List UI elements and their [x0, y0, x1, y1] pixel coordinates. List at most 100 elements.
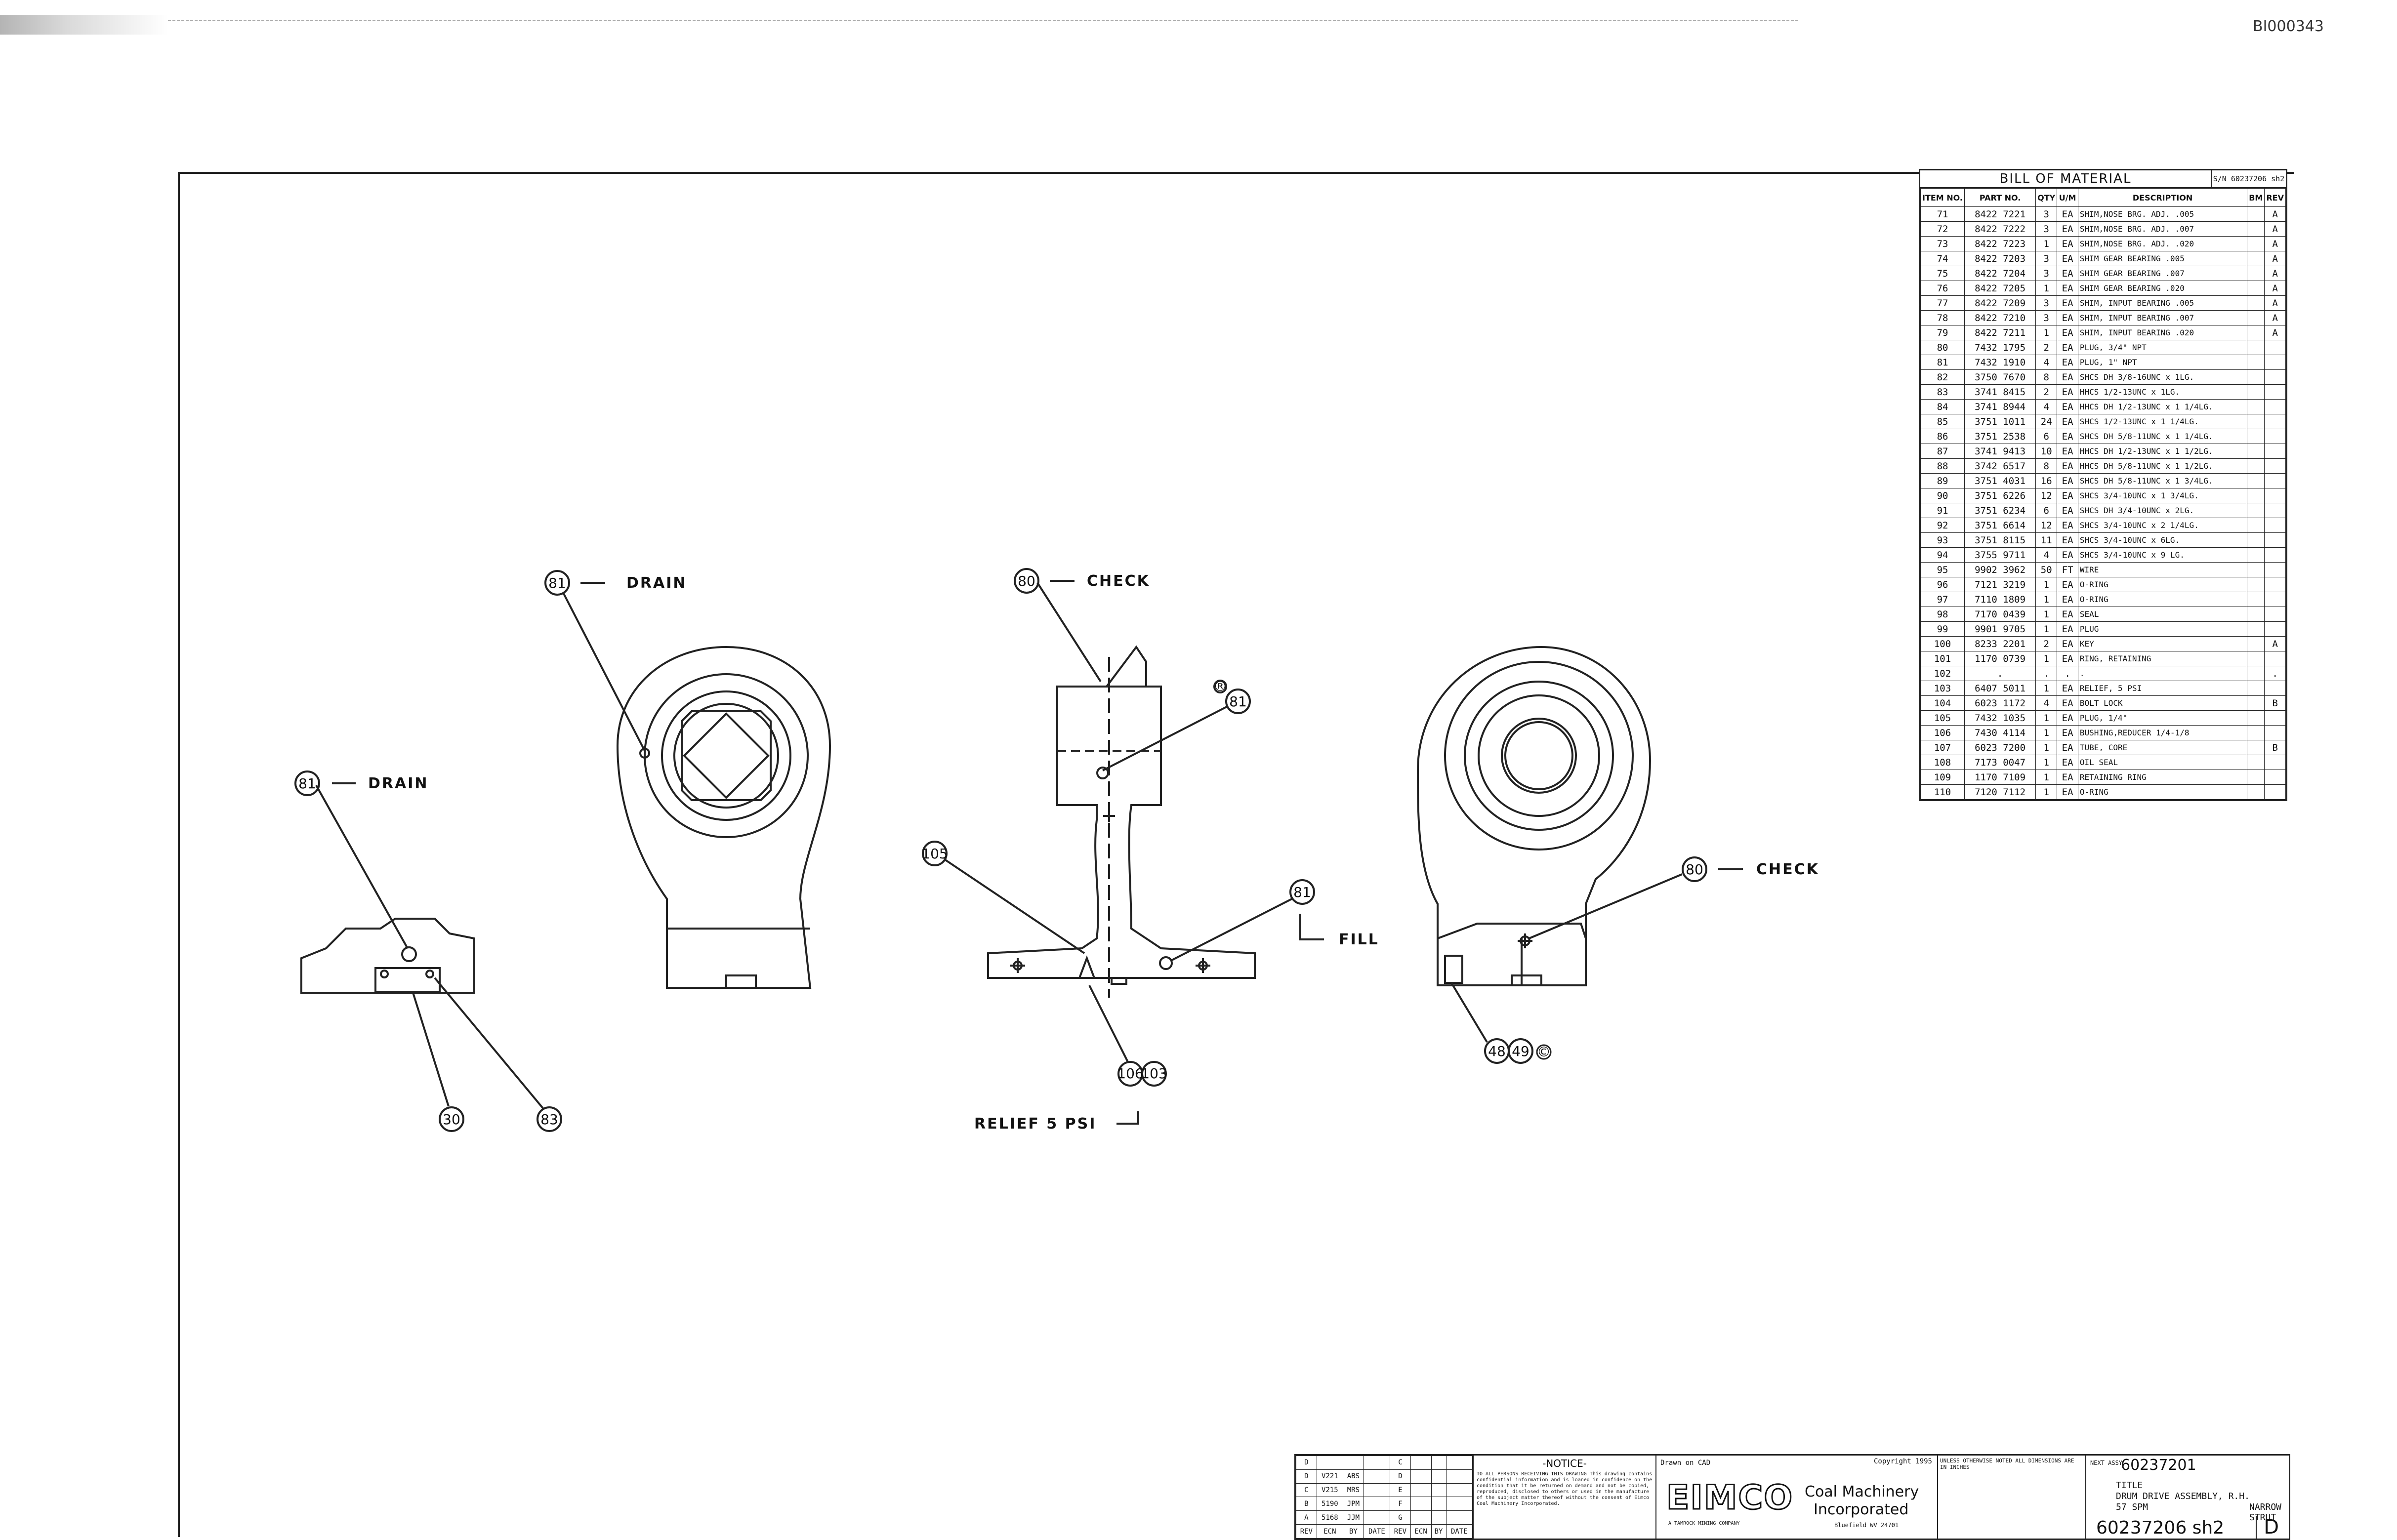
revision-cell-empty [1446, 1510, 1473, 1525]
balloon-80-check-upper: 80 [1018, 573, 1035, 589]
bom-cell-desc: SHCS DH 3/4-10UNC x 2LG. [2077, 503, 2248, 518]
ecn-col: ECN [1316, 1524, 1344, 1539]
bom-cell-item: 87 [1920, 444, 1965, 459]
revision-cell-empty [1410, 1510, 1432, 1525]
bom-cell-bm [2247, 281, 2265, 296]
bom-cell-item: 108 [1920, 755, 1965, 770]
bom-cell-desc: RING, RETAINING [2077, 651, 2248, 666]
bom-cell-qty: 12 [2035, 518, 2058, 533]
col-bm: BM [2247, 188, 2265, 207]
bom-cell-qty: 3 [2035, 251, 2058, 266]
ecn-col-2: ECN [1410, 1524, 1432, 1539]
bom-cell-part: 7432 1795 [1964, 340, 2036, 355]
bom-cell-item: 96 [1920, 577, 1965, 592]
bom-cell-um: EA [2057, 295, 2078, 311]
label-fill: FILL [1339, 931, 1379, 948]
bom-cell-qty: 1 [2035, 281, 2058, 296]
revision-cell-mark2: E [1390, 1483, 1411, 1498]
view-housing-square [544, 570, 831, 989]
bom-cell-desc: HHCS 1/2-13UNC x 1LG. [2077, 384, 2248, 400]
title-line-2: 57 SPM [2116, 1502, 2149, 1512]
bom-cell-part: 8422 7223 [1964, 236, 2036, 251]
bom-cell-qty: 1 [2035, 607, 2058, 622]
bom-cell-um: EA [2057, 325, 2078, 340]
bom-cell-part: 3751 6234 [1964, 503, 2036, 518]
bom-cell-part: 6023 1172 [1964, 695, 2036, 711]
bom-cell-bm [2247, 414, 2265, 429]
eimco-logo: EIMCO [1665, 1478, 1794, 1518]
rev-col-2: REV [1390, 1524, 1411, 1539]
revision-cell-ecn: V221 [1316, 1469, 1344, 1484]
revision-cell-empty [1446, 1456, 1473, 1470]
bom-cell-desc: O-RING [2077, 592, 2248, 607]
revision-cell-mark2: G [1390, 1510, 1411, 1525]
bom-cell-desc: SHIM, INPUT BEARING .007 [2077, 310, 2248, 325]
bom-cell-bm [2247, 310, 2265, 325]
bom-cell-bm [2247, 784, 2265, 800]
revision-cell-empty [1410, 1469, 1432, 1484]
bom-cell-part: 8422 7209 [1964, 295, 2036, 311]
bom-cell-part: 7170 0439 [1964, 607, 2036, 622]
balloon-30: 30 [443, 1111, 460, 1128]
bom-cell-item: 102 [1920, 666, 1965, 681]
balloon-49: 49 [1512, 1043, 1529, 1059]
bom-cell-item: 82 [1920, 369, 1965, 385]
bom-cell-rev [2264, 681, 2286, 696]
balloon-81-mid: 81 [1229, 693, 1247, 710]
bom-cell-bm [2247, 636, 2265, 651]
bom-cell-um: EA [2057, 473, 2078, 488]
bom-cell-desc: PLUG, 3/4" NPT [2077, 340, 2248, 355]
title-line-1: DRUM DRIVE ASSEMBLY, R.H. [2116, 1491, 2250, 1501]
bom-cell-qty: 1 [2035, 592, 2058, 607]
bom-cell-part: 9902 3962 [1964, 562, 2036, 577]
bom-cell-qty: 10 [2035, 444, 2058, 459]
balloon-80-check-right: 80 [1686, 861, 1703, 878]
bom-cell-desc: HHCS DH 1/2-13UNC x 1 1/2LG. [2077, 444, 2248, 459]
bom-cell-item: 83 [1920, 384, 1965, 400]
bom-cell-desc: HHCS DH 1/2-13UNC x 1 1/4LG. [2077, 399, 2248, 414]
bom-cell-part: 3751 1011 [1964, 414, 2036, 429]
bom-cell-desc: HHCS DH 5/8-11UNC x 1 1/2LG. [2077, 458, 2248, 474]
bom-cell-desc: SHCS 3/4-10UNC x 9 LG. [2077, 547, 2248, 563]
label-drain-left: DRAIN [368, 775, 429, 792]
bom-cell-bm [2247, 266, 2265, 281]
bom-cell-bm [2247, 740, 2265, 755]
bom-cell-um: EA [2057, 399, 2078, 414]
bom-cell-item: 74 [1920, 251, 1965, 266]
bom-cell-desc: RETAINING RING [2077, 770, 2248, 785]
scan-smudge [0, 15, 168, 35]
bom-cell-qty: 1 [2035, 784, 2058, 800]
bom-cell-rev [2264, 340, 2286, 355]
revision-cell-mark: C [1296, 1483, 1317, 1498]
bom-cell-item: 93 [1920, 532, 1965, 548]
bom-cell-um: EA [2057, 770, 2078, 785]
bom-cell-item: 92 [1920, 518, 1965, 533]
bom-cell-rev [2264, 784, 2286, 800]
revision-cell-by: JPM [1343, 1497, 1364, 1511]
bom-cell-part: 3742 6517 [1964, 458, 2036, 474]
bom-cell-rev [2264, 503, 2286, 518]
bom-cell-part: 3750 7670 [1964, 369, 2036, 385]
bom-cell-desc: BUSHING,REDUCER 1/4-1/8 [2077, 725, 2248, 740]
bom-cell-rev [2264, 547, 2286, 563]
bom-cell-rev [2264, 770, 2286, 785]
bom-cell-rev: A [2264, 266, 2286, 281]
balloon-81-drain-left: 81 [298, 775, 316, 792]
revision-cell-mark: D [1296, 1469, 1317, 1484]
bom-cell-qty: 6 [2035, 503, 2058, 518]
revision-cell-mark2: D [1390, 1469, 1411, 1484]
revision-cell-empty [1446, 1469, 1473, 1484]
revision-cell-empty [1410, 1497, 1432, 1511]
